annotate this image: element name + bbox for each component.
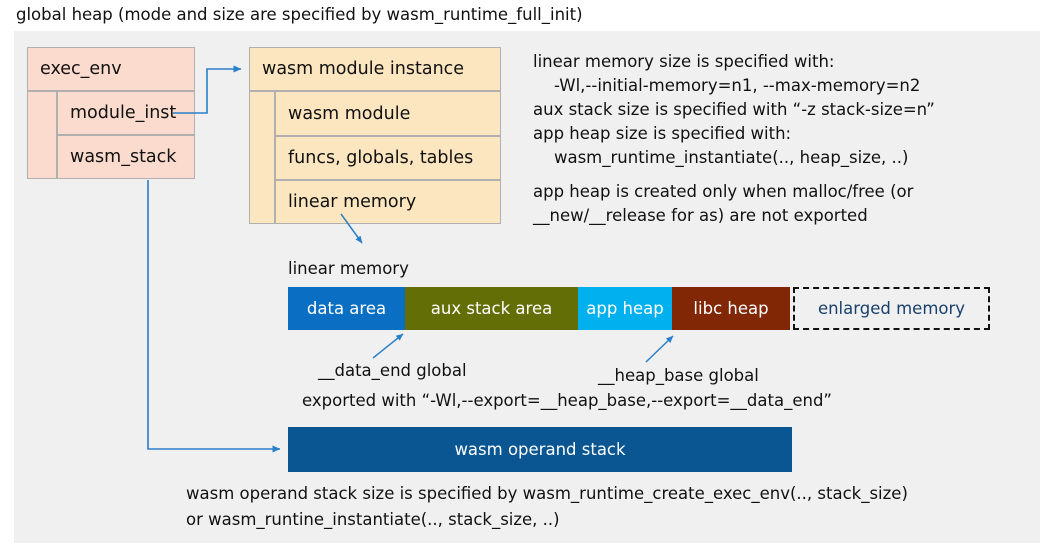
memory-segment-app-heap: app heap: [578, 287, 672, 330]
memory-segment-aux-stack-area: aux stack area: [405, 287, 578, 330]
notes-line-5: wasm_runtime_instantiate(.., heap_size, …: [533, 148, 909, 167]
memory-segment-libc-heap: libc heap: [672, 287, 790, 330]
exec-env-field-wasm-stack: wasm_stack: [57, 135, 195, 179]
memory-segment-aux-stack-area-label: aux stack area: [430, 299, 553, 318]
memory-segment-enlarged-memory: enlarged memory: [793, 287, 990, 330]
memory-segment-app-heap-label: app heap: [586, 299, 664, 318]
page-title: global heap (mode and size are specified…: [16, 5, 583, 24]
notes-line-6: app heap is created only when malloc/fre…: [533, 182, 914, 201]
notes-line-4: app heap size is specified with:: [533, 124, 792, 143]
notes-line-2: -Wl,--initial-memory=n1, --max-memory=n2: [533, 76, 921, 95]
wasm-operand-stack-box: wasm operand stack: [288, 427, 792, 472]
notes-line-1: linear memory size is specified with:: [533, 52, 835, 71]
memory-segment-data-area: data area: [288, 287, 405, 330]
module-instance-field-funcs-globals-tables-label: funcs, globals, tables: [288, 148, 474, 168]
annotation-exported-with: exported with “-Wl,--export=__heap_base,…: [302, 391, 832, 410]
module-instance-field-wasm-module-label: wasm module: [288, 103, 411, 124]
wasm-operand-stack-label: wasm operand stack: [454, 440, 626, 459]
notes-line-7: __new/__release for as) are not exported: [533, 206, 868, 225]
module-instance-field-wasm-module: wasm module: [275, 91, 501, 136]
operand-stack-note-1: wasm operand stack size is specified by …: [186, 484, 908, 503]
exec-env-field-module-inst-label: module_inst: [70, 103, 177, 123]
linear-memory-caption: linear memory: [288, 259, 409, 278]
operand-stack-note-2: or wasm_runtine_instantiate(.., stack_si…: [186, 510, 560, 529]
memory-segment-libc-heap-label: libc heap: [693, 299, 769, 318]
module-instance-header: wasm module instance: [249, 47, 501, 91]
module-instance-header-label: wasm module instance: [262, 59, 465, 79]
annotation-data-end: __data_end global: [318, 361, 467, 380]
exec-env-gutter: [27, 91, 57, 179]
annotation-heap-base: __heap_base global: [598, 366, 759, 385]
module-instance-field-funcs-globals-tables: funcs, globals, tables: [275, 136, 501, 180]
module-instance-field-linear-memory-label: linear memory: [288, 192, 417, 212]
notes-line-3: aux stack size is specified with “-z sta…: [533, 100, 935, 119]
module-instance-gutter: [249, 91, 275, 224]
exec-env-header: exec_env: [27, 47, 195, 91]
exec-env-field-wasm-stack-label: wasm_stack: [70, 147, 177, 167]
memory-segment-data-area-label: data area: [306, 299, 387, 318]
memory-segment-enlarged-memory-label: enlarged memory: [817, 299, 966, 318]
exec-env-header-label: exec_env: [40, 59, 122, 79]
exec-env-field-module-inst: module_inst: [57, 91, 195, 135]
module-instance-field-linear-memory: linear memory: [275, 180, 501, 224]
